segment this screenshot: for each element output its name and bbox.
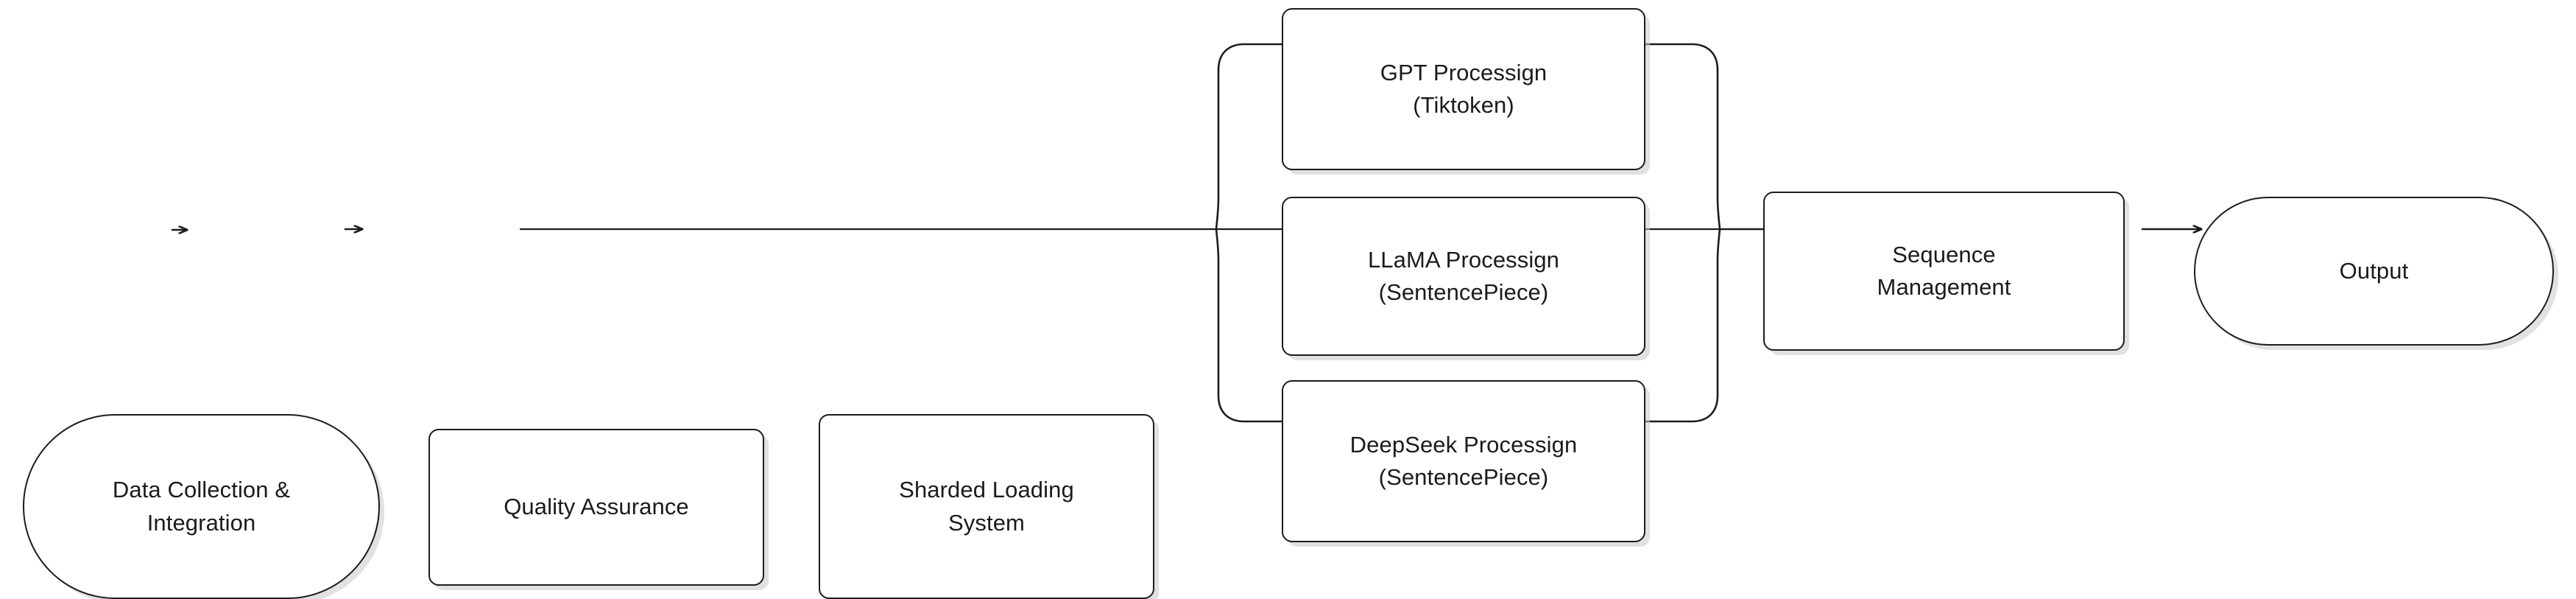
node-data-collection[interactable]: Data Collection & Integration <box>23 414 380 599</box>
node-sharded-loading-system[interactable]: Sharded Loading System <box>819 414 1154 599</box>
node-gpt-processing-label: GPT Processign (Tiktoken) <box>1380 59 1548 118</box>
node-deepseek-processing-label: DeepSeek Processign (SentencePiece) <box>1349 431 1578 490</box>
node-sharded-loading-system-label: Sharded Loading System <box>899 477 1074 536</box>
node-llama-processing-label: LLaMA Processign (SentencePiece) <box>1367 246 1560 305</box>
node-data-collection-label: Data Collection & Integration <box>112 477 291 536</box>
node-llama-processing[interactable]: LLaMA Processign (SentencePiece) <box>1282 197 1645 356</box>
node-quality-assurance-label: Quality Assurance <box>504 494 689 520</box>
node-output-label: Output <box>2339 257 2409 284</box>
node-output[interactable]: Output <box>2194 197 2554 346</box>
node-sequence-management[interactable]: Sequence Management <box>1763 192 2125 351</box>
node-deepseek-processing[interactable]: DeepSeek Processign (SentencePiece) <box>1282 380 1645 542</box>
flowchart-canvas: Data Collection & Integration Quality As… <box>23 8 2554 599</box>
node-gpt-processing[interactable]: GPT Processign (Tiktoken) <box>1282 8 1645 170</box>
node-quality-assurance[interactable]: Quality Assurance <box>428 429 764 586</box>
node-sequence-management-label: Sequence Management <box>1877 241 2011 300</box>
